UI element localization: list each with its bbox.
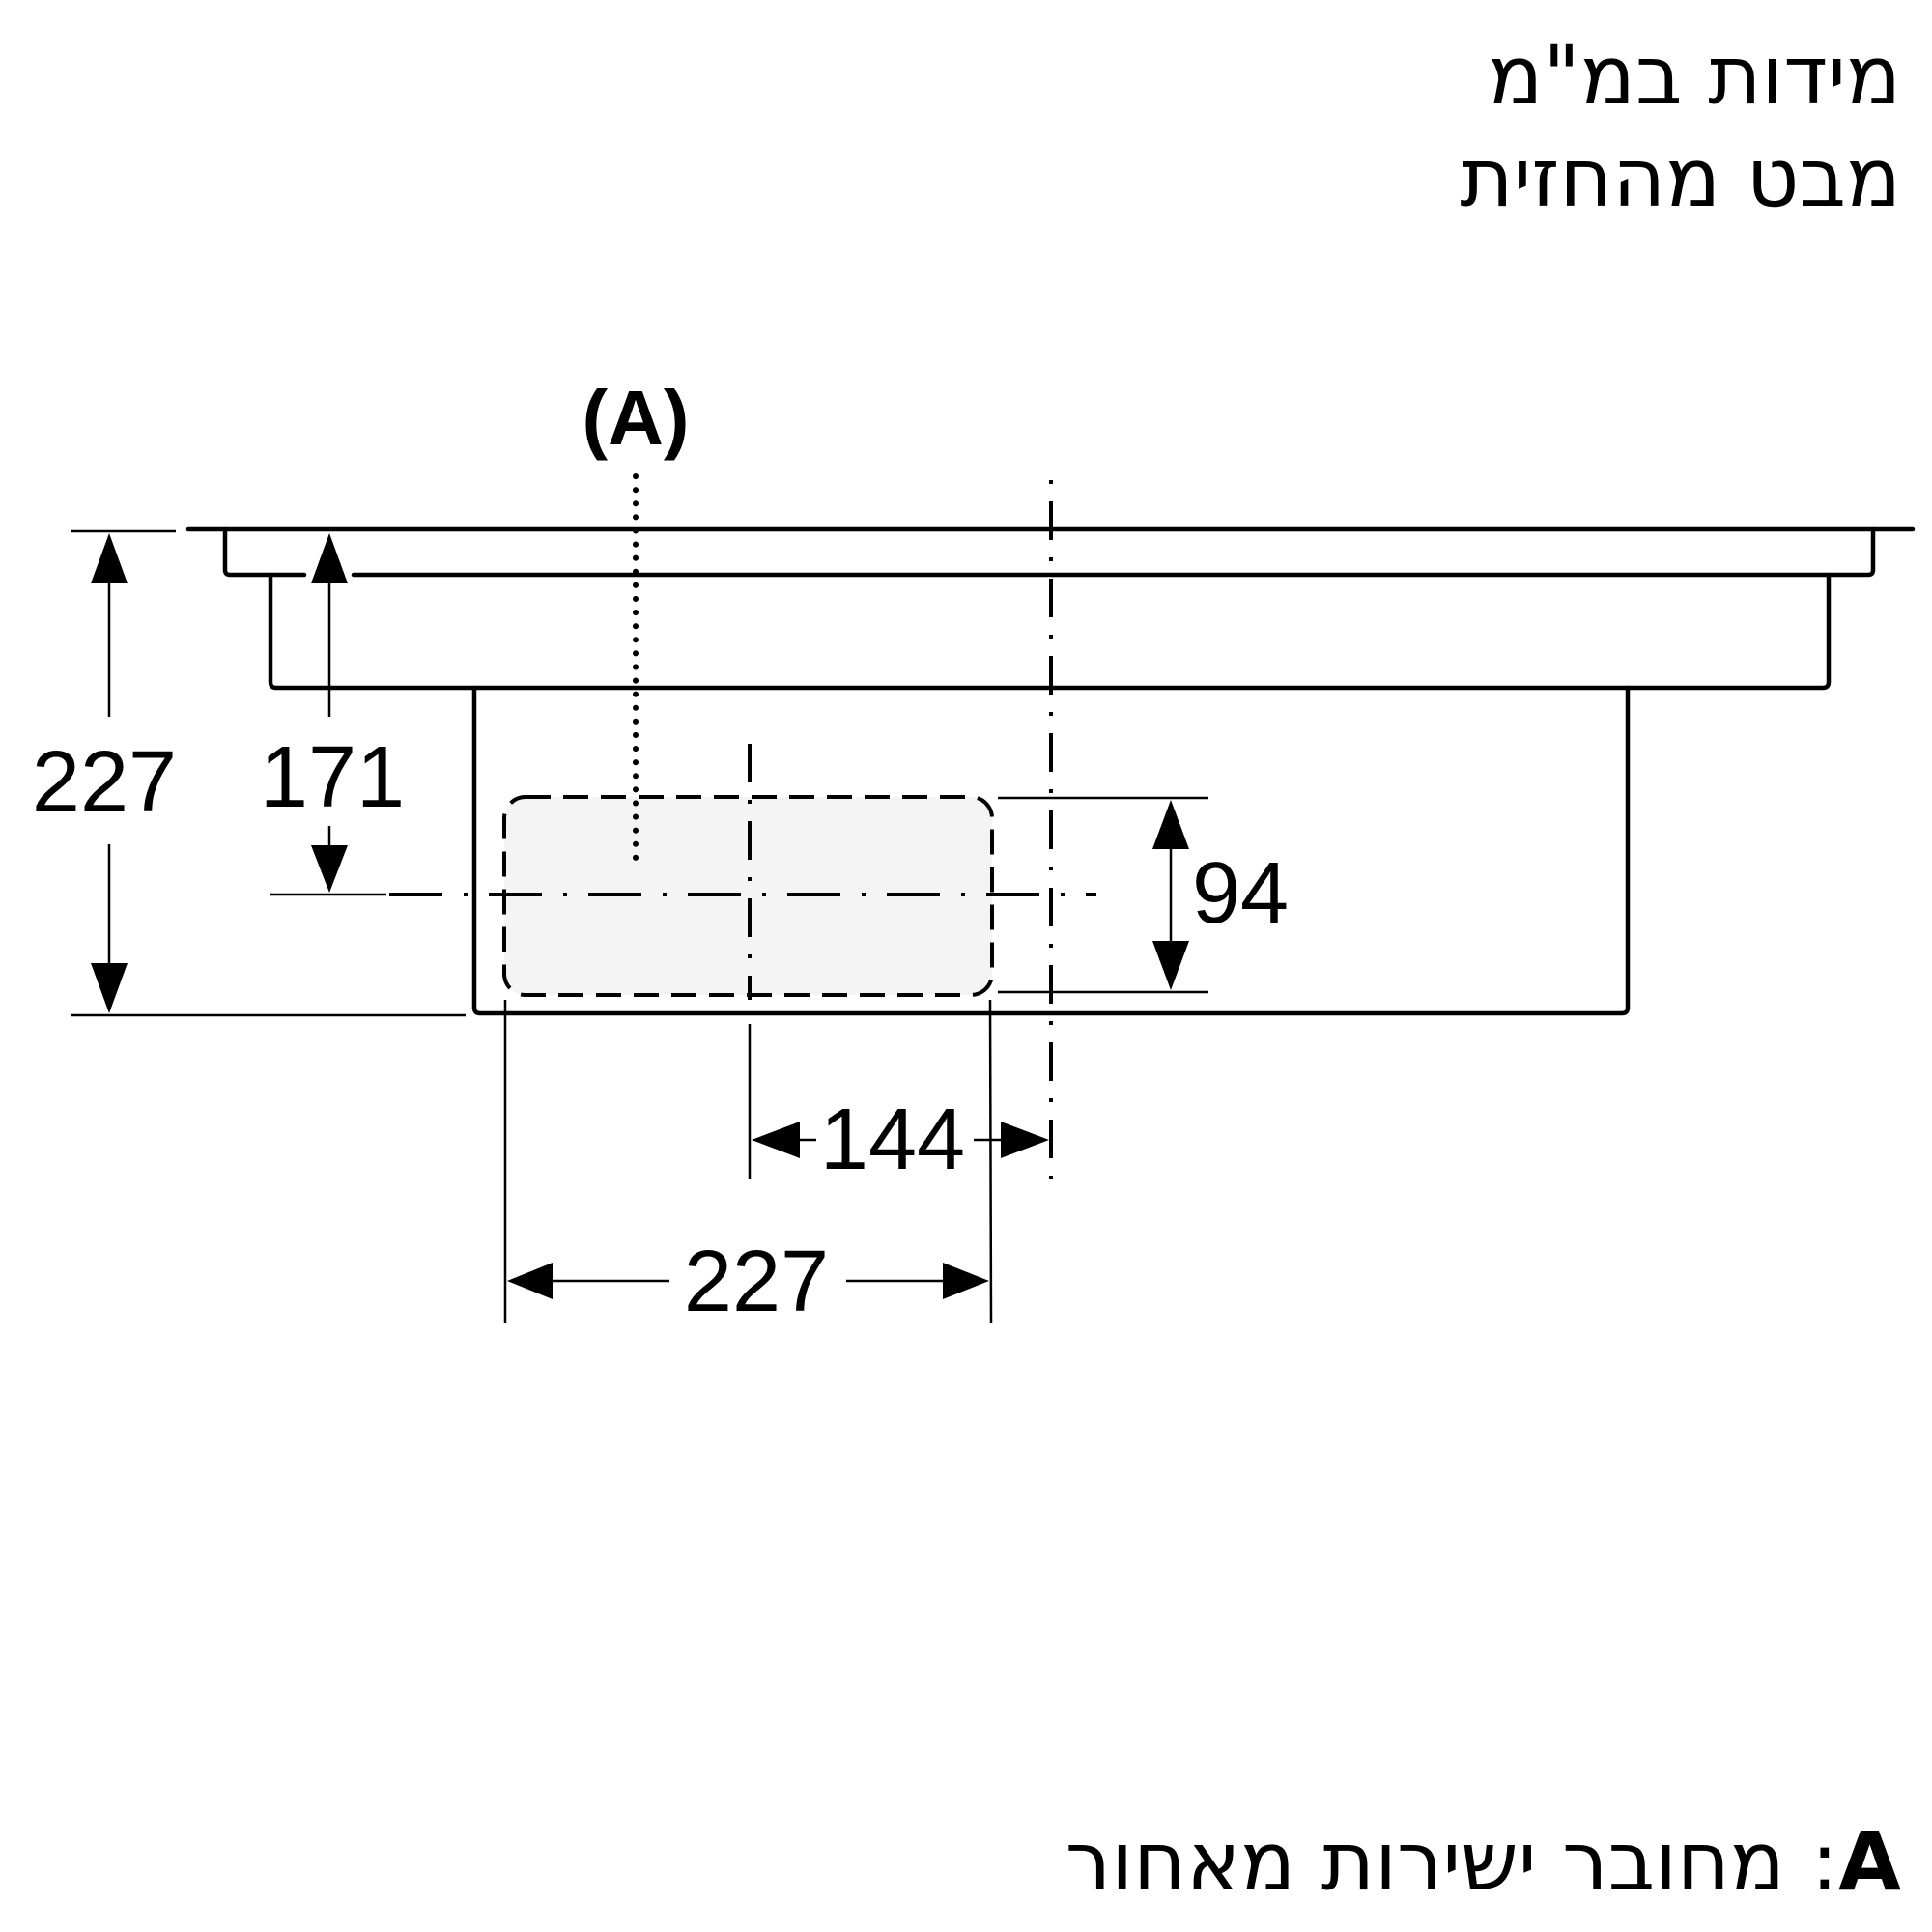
box-width-value: 227 xyxy=(684,1234,829,1330)
dimension-total-height: 227 xyxy=(32,529,466,1017)
glass-frame-left xyxy=(222,526,307,578)
box-height-value: 94 xyxy=(1192,845,1289,942)
arrow-down xyxy=(1152,941,1189,990)
extractor-body xyxy=(471,685,1631,1016)
arrow-up xyxy=(311,533,348,583)
dimension-box-height: 94 xyxy=(998,796,1289,994)
arrow-down xyxy=(91,963,128,1013)
dimensions-unit-title: מידות במ"מ xyxy=(1488,28,1901,123)
glass-frame xyxy=(351,526,1876,578)
arrow-left xyxy=(507,1263,553,1299)
legend-key: A xyxy=(1837,1814,1901,1909)
legend-separator: : xyxy=(1810,1814,1838,1909)
arrow-up xyxy=(1152,800,1189,849)
legend-text: מחובר ישירות מאחור xyxy=(1065,1814,1785,1909)
dimension-to-center: 171 xyxy=(260,533,405,896)
center-lines xyxy=(389,473,1096,1183)
to-center-value: 171 xyxy=(260,729,405,826)
arrow-left xyxy=(752,1122,800,1158)
dimension-center-offset: 144 xyxy=(748,1024,1049,1188)
total-height-value: 227 xyxy=(32,734,177,831)
connection-marker-label: (A) xyxy=(582,375,689,461)
arrow-up xyxy=(91,533,128,583)
dimension-box-width: 227 xyxy=(503,999,993,1330)
arrow-right xyxy=(943,1263,989,1299)
arrow-down xyxy=(311,845,348,893)
extension-line-right xyxy=(988,999,993,1324)
arrow-right xyxy=(1001,1122,1049,1158)
view-title: מבט מהחזית xyxy=(1460,130,1901,225)
center-offset-value: 144 xyxy=(820,1092,965,1188)
legend: A: מחובר ישירות מאחור xyxy=(1065,1821,1901,1902)
